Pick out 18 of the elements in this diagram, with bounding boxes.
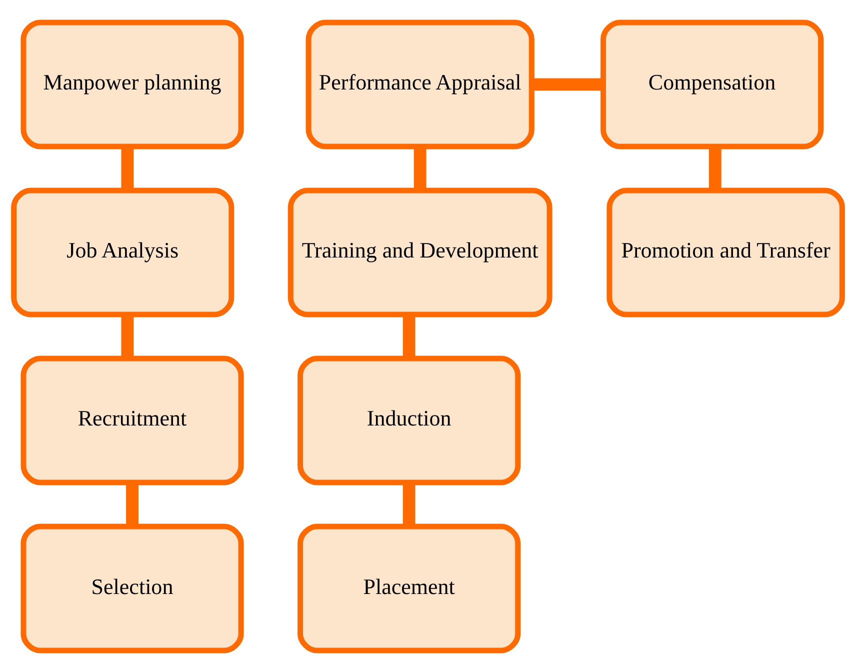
node-box: Manpower planning <box>20 19 244 149</box>
node-box: Placement <box>298 523 521 653</box>
connector <box>121 314 134 358</box>
connector <box>414 146 426 190</box>
node-box: Compensation <box>600 19 824 149</box>
node-box: Performance Appraisal <box>306 19 534 149</box>
connector <box>532 78 603 90</box>
node-box: Induction <box>298 355 521 485</box>
node-box: Training and Development <box>288 187 552 317</box>
connector <box>126 482 138 526</box>
node-box: Promotion and Transfer <box>606 187 845 317</box>
connector <box>708 146 722 190</box>
connector <box>402 314 416 358</box>
connector <box>121 146 134 190</box>
node-box: Job Analysis <box>11 187 234 317</box>
connector <box>402 482 416 526</box>
node-box: Selection <box>20 523 244 653</box>
node-box: Recruitment <box>20 355 244 485</box>
